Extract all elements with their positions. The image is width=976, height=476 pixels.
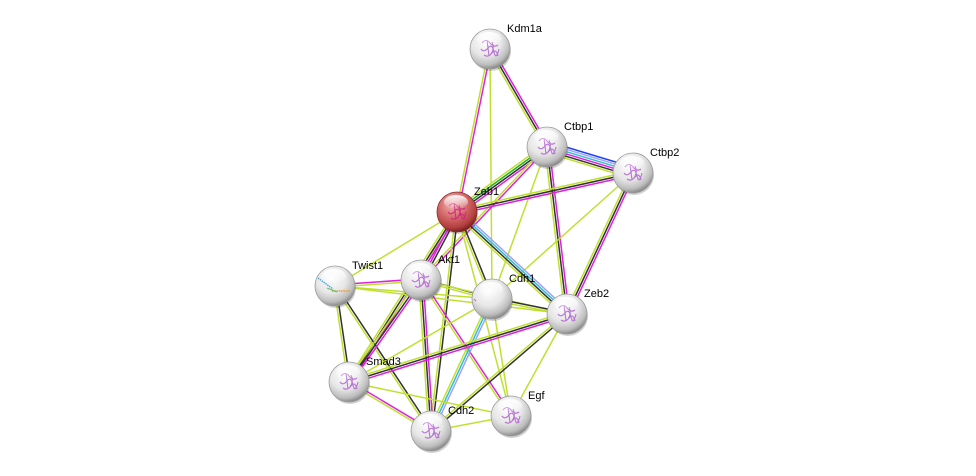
edge-cdh1-cdh2[interactable] xyxy=(428,297,495,433)
node-label: Zeb1 xyxy=(474,186,499,198)
edge-evidence-coexpression xyxy=(348,313,568,383)
edge-evidence-experiments xyxy=(568,173,636,316)
edge-twist1-cdh2[interactable] xyxy=(333,284,433,433)
edge-kdm1a-cdh1[interactable] xyxy=(489,48,493,300)
node-cdh2[interactable]: Cdh2 xyxy=(410,405,474,453)
node-label: Ctbp2 xyxy=(650,147,679,159)
edge-evidence-textmining xyxy=(489,48,493,300)
edge-cdh1-smad3[interactable] xyxy=(348,298,493,383)
edge-evidence-textmining xyxy=(334,285,568,315)
edge-evidence-coexpression xyxy=(431,314,569,433)
edge-evidence-experiments xyxy=(548,146,570,314)
node-highlight xyxy=(554,297,578,311)
edge-evidence-homology xyxy=(432,299,495,433)
node-highlight xyxy=(479,282,503,296)
edge-ctbp1-cdh1[interactable] xyxy=(491,146,548,300)
node-zeb2[interactable]: Zeb2 xyxy=(546,288,609,336)
node-label: Zeb2 xyxy=(584,288,609,300)
edge-twist1-zeb2[interactable] xyxy=(334,285,568,315)
node-zeb1[interactable]: Zeb1 xyxy=(436,186,499,234)
node-label: Cdh1 xyxy=(509,273,535,285)
edge-evidence-coexpression xyxy=(456,172,634,213)
edge-ctbp1-zeb2[interactable] xyxy=(544,146,570,315)
edge-evidence-experiments xyxy=(349,315,568,385)
node-ctbp1[interactable]: Ctbp1 xyxy=(526,121,593,169)
node-highlight xyxy=(620,156,644,170)
edge-evidence-textmining xyxy=(348,298,493,383)
edge-evidence-textmining xyxy=(348,311,567,381)
node-label: Egf xyxy=(528,390,545,402)
node-label: Ctbp1 xyxy=(564,121,593,133)
node-ctbp2[interactable]: Ctbp2 xyxy=(612,147,679,195)
edge-kdm1a-zeb1[interactable] xyxy=(455,48,492,213)
node-smad3[interactable]: Smad3 xyxy=(328,356,401,404)
edges-layer xyxy=(333,47,636,433)
empty-structure-icon xyxy=(473,298,477,302)
edge-evidence-textmining xyxy=(491,146,548,300)
edge-evidence-textmining xyxy=(348,381,512,417)
edge-evidence-textmining xyxy=(454,213,566,317)
edge-evidence-textmining xyxy=(419,145,547,280)
edge-evidence-experiments xyxy=(457,49,492,213)
node-highlight xyxy=(418,414,442,428)
edge-evidence-experiments xyxy=(421,147,549,282)
edge-evidence-textmining xyxy=(455,48,490,212)
node-kdm1a[interactable]: Kdm1a xyxy=(469,23,543,71)
edge-evidence-textmining xyxy=(429,211,457,431)
edge-zeb2-cdh2[interactable] xyxy=(429,312,569,433)
node-twist1[interactable]: Twist1 xyxy=(314,260,383,308)
node-label: Akt1 xyxy=(438,254,460,266)
edge-evidence-database xyxy=(457,210,569,314)
edge-evidence-database xyxy=(430,298,493,432)
edge-evidence-coexpression xyxy=(335,284,433,431)
edge-evidence-textmining xyxy=(334,211,458,287)
node-akt1[interactable]: Akt1 xyxy=(400,254,460,302)
edge-zeb2-smad3[interactable] xyxy=(348,311,568,385)
edge-evidence-textmining xyxy=(544,147,566,315)
edge-evidence-textmining xyxy=(429,312,567,431)
node-highlight xyxy=(322,269,346,283)
edge-evidence-textmining xyxy=(428,297,491,431)
edge-smad3-egf[interactable] xyxy=(348,381,512,417)
edge-zeb1-twist1[interactable] xyxy=(334,211,458,287)
edge-ctbp1-akt1[interactable] xyxy=(419,145,549,282)
edge-zeb1-zeb2[interactable] xyxy=(454,209,570,317)
edge-ctbp2-zeb2[interactable] xyxy=(564,171,636,316)
edge-evidence-textmining xyxy=(346,210,456,382)
edge-evidence-textmining xyxy=(346,278,420,382)
edge-evidence-coexpression xyxy=(546,146,568,315)
edge-evidence-textmining xyxy=(491,172,634,300)
helix-structure-icon xyxy=(317,277,350,293)
edge-evidence-coexpression xyxy=(431,212,459,432)
edge-evidence-homology xyxy=(458,209,570,313)
node-highlight xyxy=(534,130,558,144)
edge-evidence-textmining xyxy=(456,170,633,211)
edge-evidence-experiments xyxy=(350,280,424,384)
node-egf[interactable]: Egf xyxy=(490,390,545,438)
node-label: Cdh2 xyxy=(448,405,474,417)
edge-evidence-experiments xyxy=(457,174,634,215)
edge-zeb1-cdh2[interactable] xyxy=(429,211,459,432)
edge-evidence-coexpression xyxy=(455,212,567,316)
edge-evidence-textmining xyxy=(564,171,632,314)
node-highlight xyxy=(408,263,432,277)
node-label: Smad3 xyxy=(366,356,401,368)
edge-evidence-textmining xyxy=(333,286,431,433)
node-label: Kdm1a xyxy=(507,23,543,35)
node-highlight xyxy=(336,365,360,379)
edge-ctbp2-zeb1[interactable] xyxy=(456,170,634,215)
node-cdh1[interactable]: Cdh1 xyxy=(471,273,535,321)
edge-akt1-smad3[interactable] xyxy=(346,278,424,384)
edge-evidence-coexpression xyxy=(566,172,634,315)
node-highlight xyxy=(498,399,522,413)
node-highlight xyxy=(444,195,468,209)
edge-ctbp2-cdh1[interactable] xyxy=(491,172,634,300)
node-highlight xyxy=(477,32,501,46)
edge-evidence-coexpression xyxy=(348,279,422,383)
node-label: Twist1 xyxy=(352,260,383,272)
